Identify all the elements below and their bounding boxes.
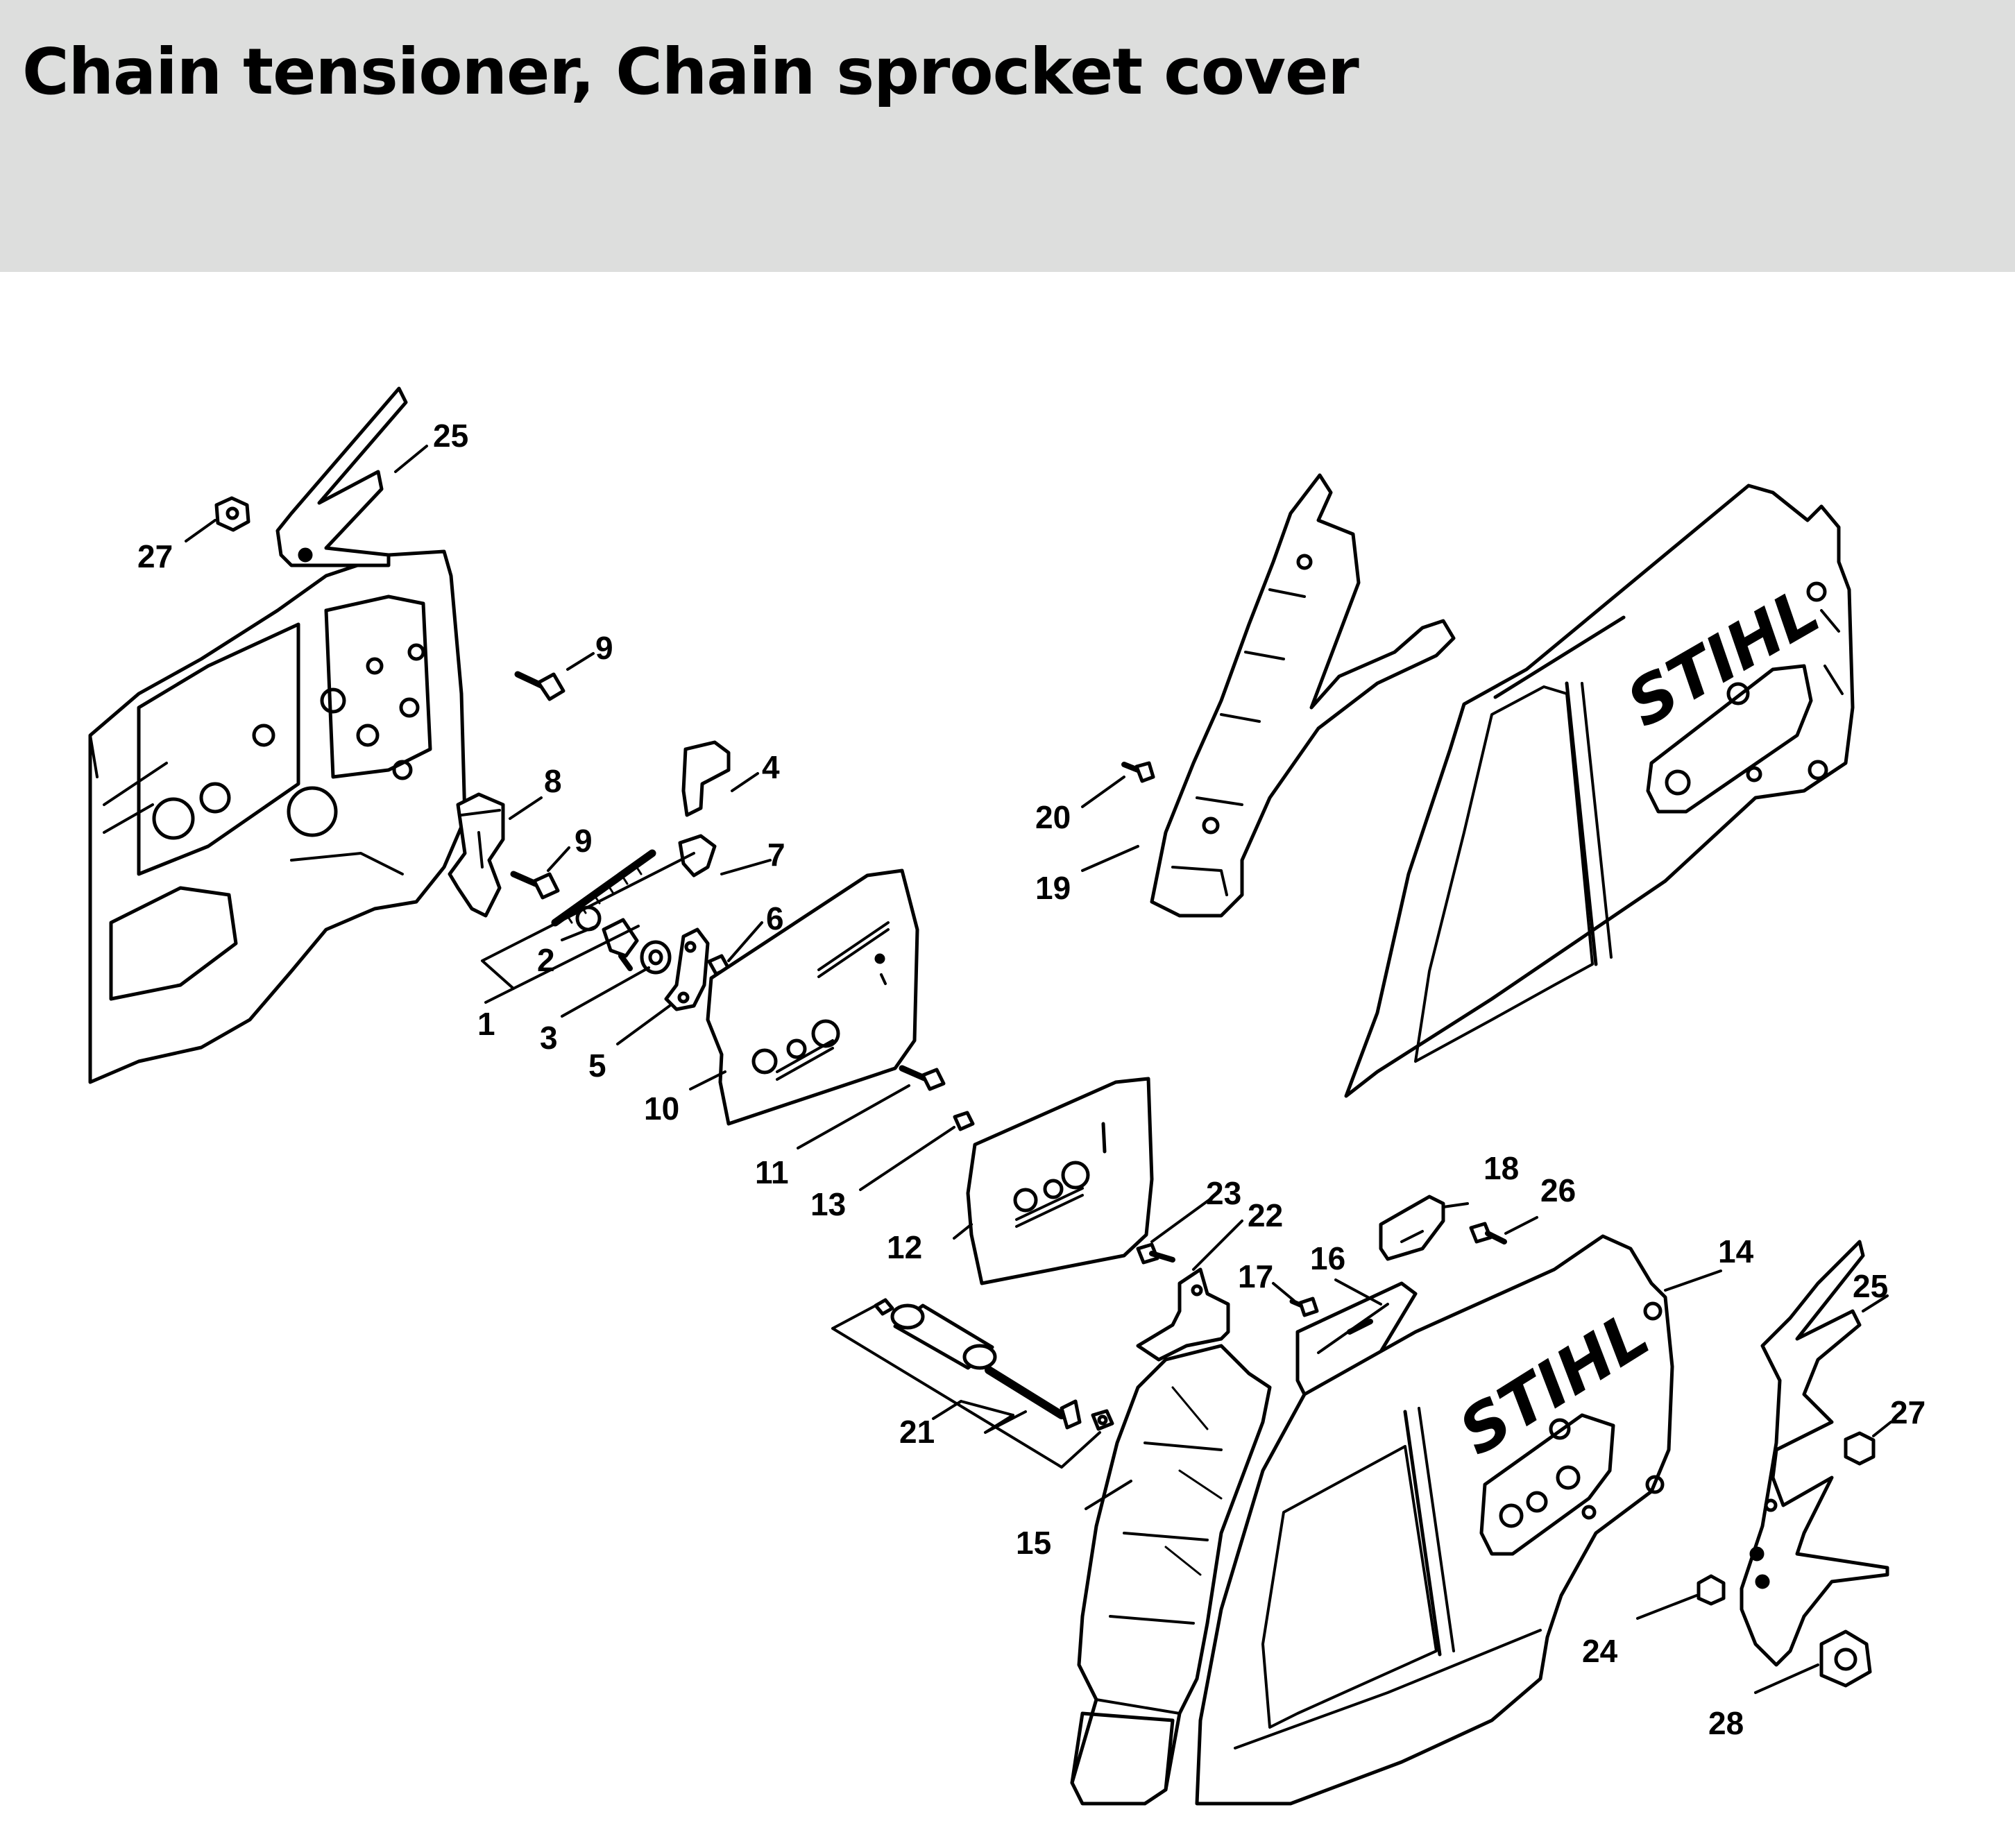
page-title: Chain tensioner, Chain sprocket cover	[22, 35, 1359, 109]
callout-27-upper: 27	[137, 538, 173, 574]
exploded-parts-diagram: STIHL STIHL	[88, 386, 1925, 1806]
screw-11	[899, 1065, 946, 1091]
screw-9-upper	[514, 671, 566, 701]
nut-27-lower	[1844, 1431, 1876, 1466]
callout-9-upper: 9	[595, 630, 613, 666]
callout-27-lower: 27	[1890, 1394, 1925, 1430]
screw-20	[1121, 761, 1155, 783]
callout-19: 19	[1035, 870, 1071, 906]
callout-14: 14	[1718, 1233, 1754, 1269]
callout-8: 8	[544, 763, 562, 799]
callout-25-upper: 25	[433, 418, 468, 454]
callout-17: 17	[1238, 1258, 1273, 1294]
callout-7: 7	[767, 837, 785, 873]
tensioner-screw-2	[551, 849, 656, 971]
callout-22: 22	[1248, 1197, 1283, 1233]
nut-27-upper	[214, 496, 250, 532]
bumper-spike-lower	[1740, 1240, 1889, 1667]
screw-13	[953, 1111, 975, 1131]
bracket-22	[1136, 1267, 1230, 1362]
nut-24	[1697, 1574, 1726, 1606]
cover-insert-19	[1150, 473, 1456, 918]
callout-11: 11	[755, 1154, 789, 1190]
screw-9-lower	[510, 871, 560, 900]
callout-1: 1	[477, 1006, 495, 1042]
callout-25-lower: 25	[1853, 1268, 1888, 1304]
callout-21: 21	[899, 1414, 935, 1450]
callout-16: 16	[1310, 1240, 1345, 1276]
callout-4: 4	[762, 749, 780, 785]
callout-2: 2	[537, 942, 555, 978]
callout-5: 5	[588, 1047, 606, 1084]
washer-3	[640, 940, 672, 975]
slide-7	[678, 834, 717, 878]
insert-18	[1379, 1195, 1445, 1261]
guide-plate-4	[681, 740, 731, 817]
plate-5	[664, 927, 710, 1011]
screw-23	[1136, 1242, 1159, 1265]
screw-26	[1469, 1222, 1507, 1244]
callout-labels: 25 27 9 8 4 9 7 2 6 1 3 5 10 11 13 12 20…	[137, 418, 1925, 1741]
callout-12: 12	[887, 1229, 922, 1265]
leader-lines	[185, 445, 1892, 1694]
chain-catcher-8	[448, 792, 505, 918]
callout-28: 28	[1708, 1705, 1744, 1741]
engine-housing	[88, 549, 467, 1084]
callout-24: 24	[1582, 1633, 1618, 1669]
callout-6: 6	[766, 900, 784, 936]
header-band	[0, 0, 2015, 272]
callout-26: 26	[1540, 1172, 1576, 1208]
assembly-21	[874, 1298, 1114, 1431]
guide-plate-12	[966, 1077, 1154, 1285]
side-cover-15	[1070, 1344, 1272, 1806]
callout-13: 13	[810, 1186, 846, 1222]
callout-15: 15	[1016, 1525, 1051, 1561]
callout-23: 23	[1206, 1175, 1241, 1211]
callout-18: 18	[1483, 1150, 1519, 1186]
callout-10: 10	[644, 1090, 679, 1127]
nut-28	[1819, 1629, 1872, 1688]
callout-9-lower: 9	[575, 823, 593, 859]
guide-plate-10	[706, 869, 919, 1126]
callout-3: 3	[540, 1020, 558, 1056]
screw-17	[1289, 1297, 1319, 1317]
bumper-spike-upper	[275, 386, 408, 567]
callout-20: 20	[1035, 799, 1071, 835]
sprocket-cover-upper	[1344, 484, 1855, 1098]
sprocket-cover-14	[1195, 1234, 1674, 1806]
